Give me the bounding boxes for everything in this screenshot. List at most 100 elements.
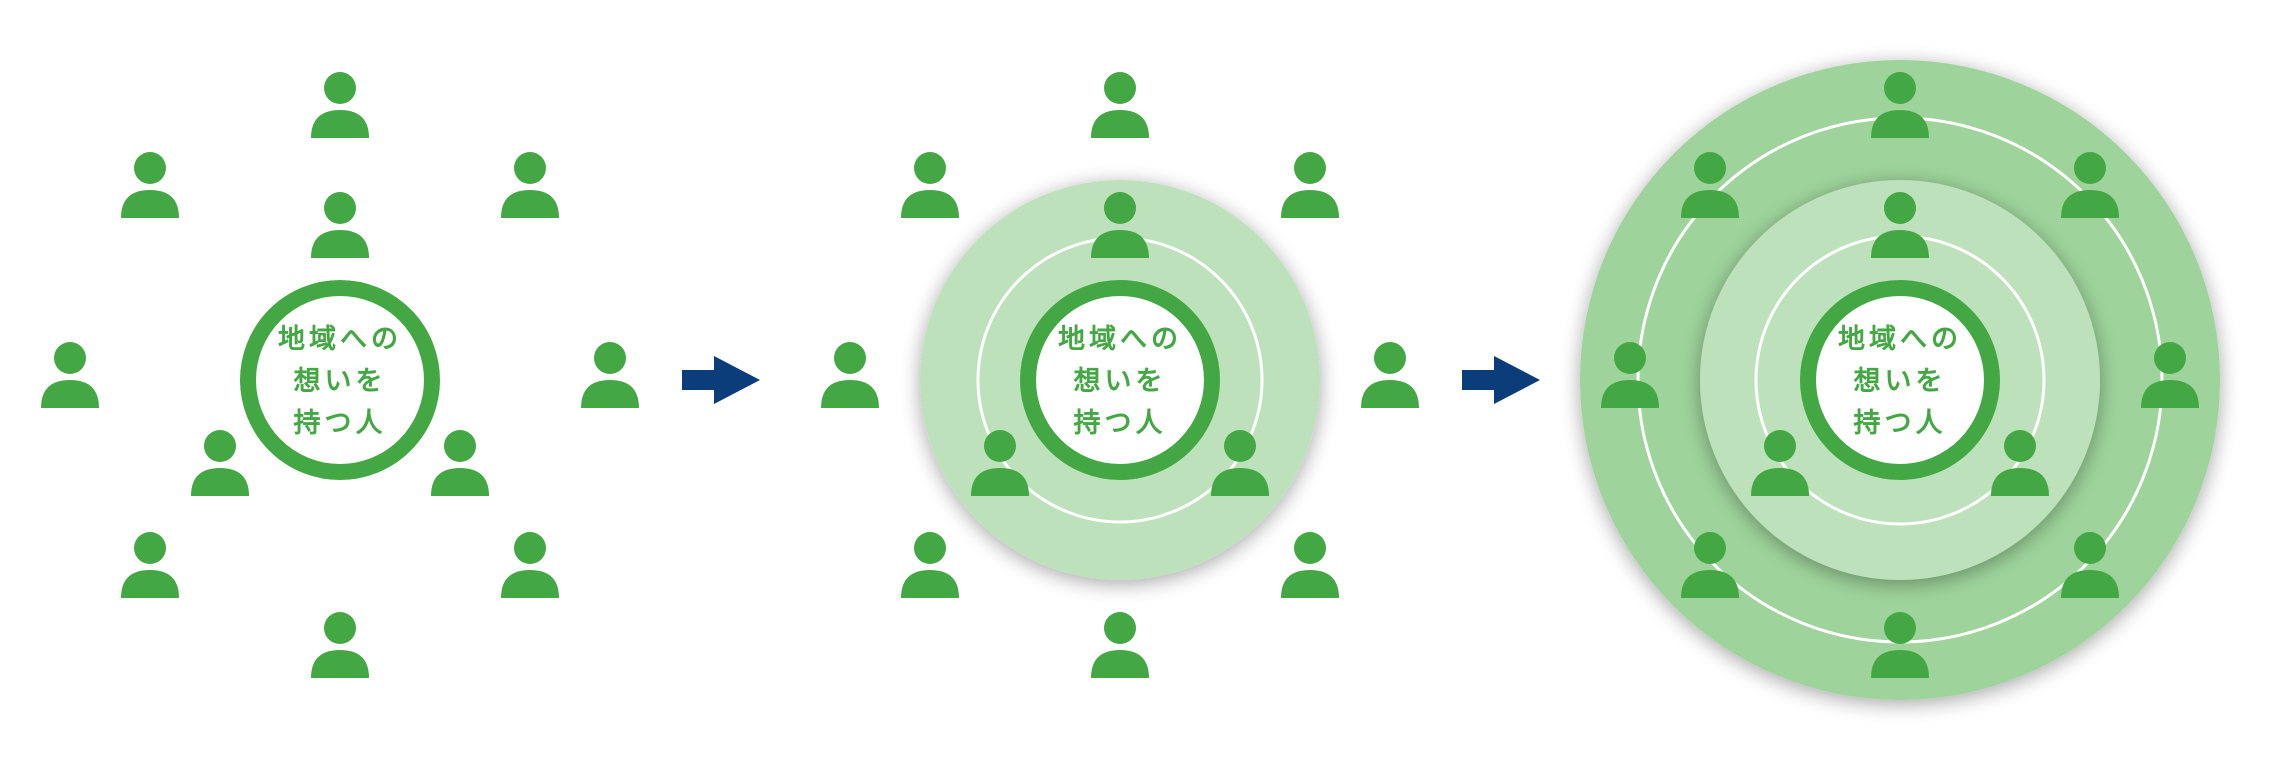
- person-body: [1751, 468, 1809, 496]
- person-body: [1091, 230, 1149, 258]
- person-icon: [901, 532, 959, 598]
- person-body: [1361, 380, 1419, 408]
- person-head: [1694, 152, 1726, 184]
- person-icon: [1281, 532, 1339, 598]
- person-head: [914, 532, 946, 564]
- person-icon: [581, 342, 639, 408]
- person-head: [54, 342, 86, 374]
- person-icon: [1211, 430, 1269, 496]
- person-icon: [1091, 192, 1149, 258]
- core-label-line3: 持つ人: [1074, 408, 1167, 439]
- person-body: [1991, 468, 2049, 496]
- person-body: [1871, 110, 1929, 138]
- person-body: [431, 468, 489, 496]
- person-body: [1681, 190, 1739, 218]
- core-label-line3: 持つ人: [294, 408, 387, 439]
- core-ring: [1020, 280, 1220, 480]
- arrow-right-icon: [682, 356, 760, 404]
- person-head: [514, 152, 546, 184]
- person-body: [2061, 190, 2119, 218]
- core-label-line1: 地域への: [278, 324, 402, 355]
- person-icon: [1091, 612, 1149, 678]
- core-label-line3: 持つ人: [1854, 408, 1947, 439]
- core-ring: [240, 280, 440, 480]
- person-head: [204, 430, 236, 462]
- person-body: [1091, 110, 1149, 138]
- person-body: [501, 190, 559, 218]
- person-head: [984, 430, 1016, 462]
- person-icon: [901, 152, 959, 218]
- person-body: [1871, 650, 1929, 678]
- person-body: [121, 570, 179, 598]
- person-icon: [1091, 72, 1149, 138]
- person-body: [191, 468, 249, 496]
- person-icon: [1871, 612, 1929, 678]
- person-body: [311, 230, 369, 258]
- person-icon: [971, 430, 1029, 496]
- person-head: [1764, 430, 1796, 462]
- person-body: [311, 110, 369, 138]
- person-head: [324, 192, 356, 224]
- core-label-line2: 想いを: [1074, 366, 1167, 397]
- core-label-line1: 地域への: [1058, 324, 1182, 355]
- person-head: [1374, 342, 1406, 374]
- core-label-line2: 想いを: [294, 366, 387, 397]
- person-icon: [1871, 192, 1929, 258]
- person-head: [1104, 192, 1136, 224]
- person-body: [901, 570, 959, 598]
- person-body: [121, 190, 179, 218]
- person-body: [41, 380, 99, 408]
- person-icon: [431, 430, 489, 496]
- person-icon: [501, 152, 559, 218]
- person-body: [1601, 380, 1659, 408]
- person-head: [1884, 612, 1916, 644]
- person-icon: [311, 192, 369, 258]
- person-icon: [121, 532, 179, 598]
- person-body: [1281, 190, 1339, 218]
- person-body: [2141, 380, 2199, 408]
- person-body: [501, 570, 559, 598]
- person-head: [2154, 342, 2186, 374]
- person-body: [1871, 230, 1929, 258]
- person-head: [1294, 532, 1326, 564]
- person-head: [1614, 342, 1646, 374]
- person-icon: [311, 612, 369, 678]
- person-head: [134, 532, 166, 564]
- person-head: [1694, 532, 1726, 564]
- core-label-line1: 地域への: [1838, 324, 1962, 355]
- person-icon: [121, 152, 179, 218]
- person-body: [821, 380, 879, 408]
- person-head: [1294, 152, 1326, 184]
- person-head: [914, 152, 946, 184]
- person-icon: [2141, 342, 2199, 408]
- person-icon: [1991, 430, 2049, 496]
- person-head: [1884, 72, 1916, 104]
- person-icon: [2061, 152, 2119, 218]
- person-body: [901, 190, 959, 218]
- person-icon: [501, 532, 559, 598]
- person-body: [2061, 570, 2119, 598]
- person-icon: [1871, 72, 1929, 138]
- person-body: [1091, 650, 1149, 678]
- person-icon: [41, 342, 99, 408]
- person-head: [1104, 612, 1136, 644]
- person-body: [971, 468, 1029, 496]
- person-head: [1884, 192, 1916, 224]
- core-label-line2: 想いを: [1854, 366, 1947, 397]
- person-icon: [1601, 342, 1659, 408]
- person-head: [2074, 532, 2106, 564]
- person-body: [581, 380, 639, 408]
- person-icon: [311, 72, 369, 138]
- person-head: [514, 532, 546, 564]
- person-body: [1681, 570, 1739, 598]
- person-body: [1281, 570, 1339, 598]
- person-head: [594, 342, 626, 374]
